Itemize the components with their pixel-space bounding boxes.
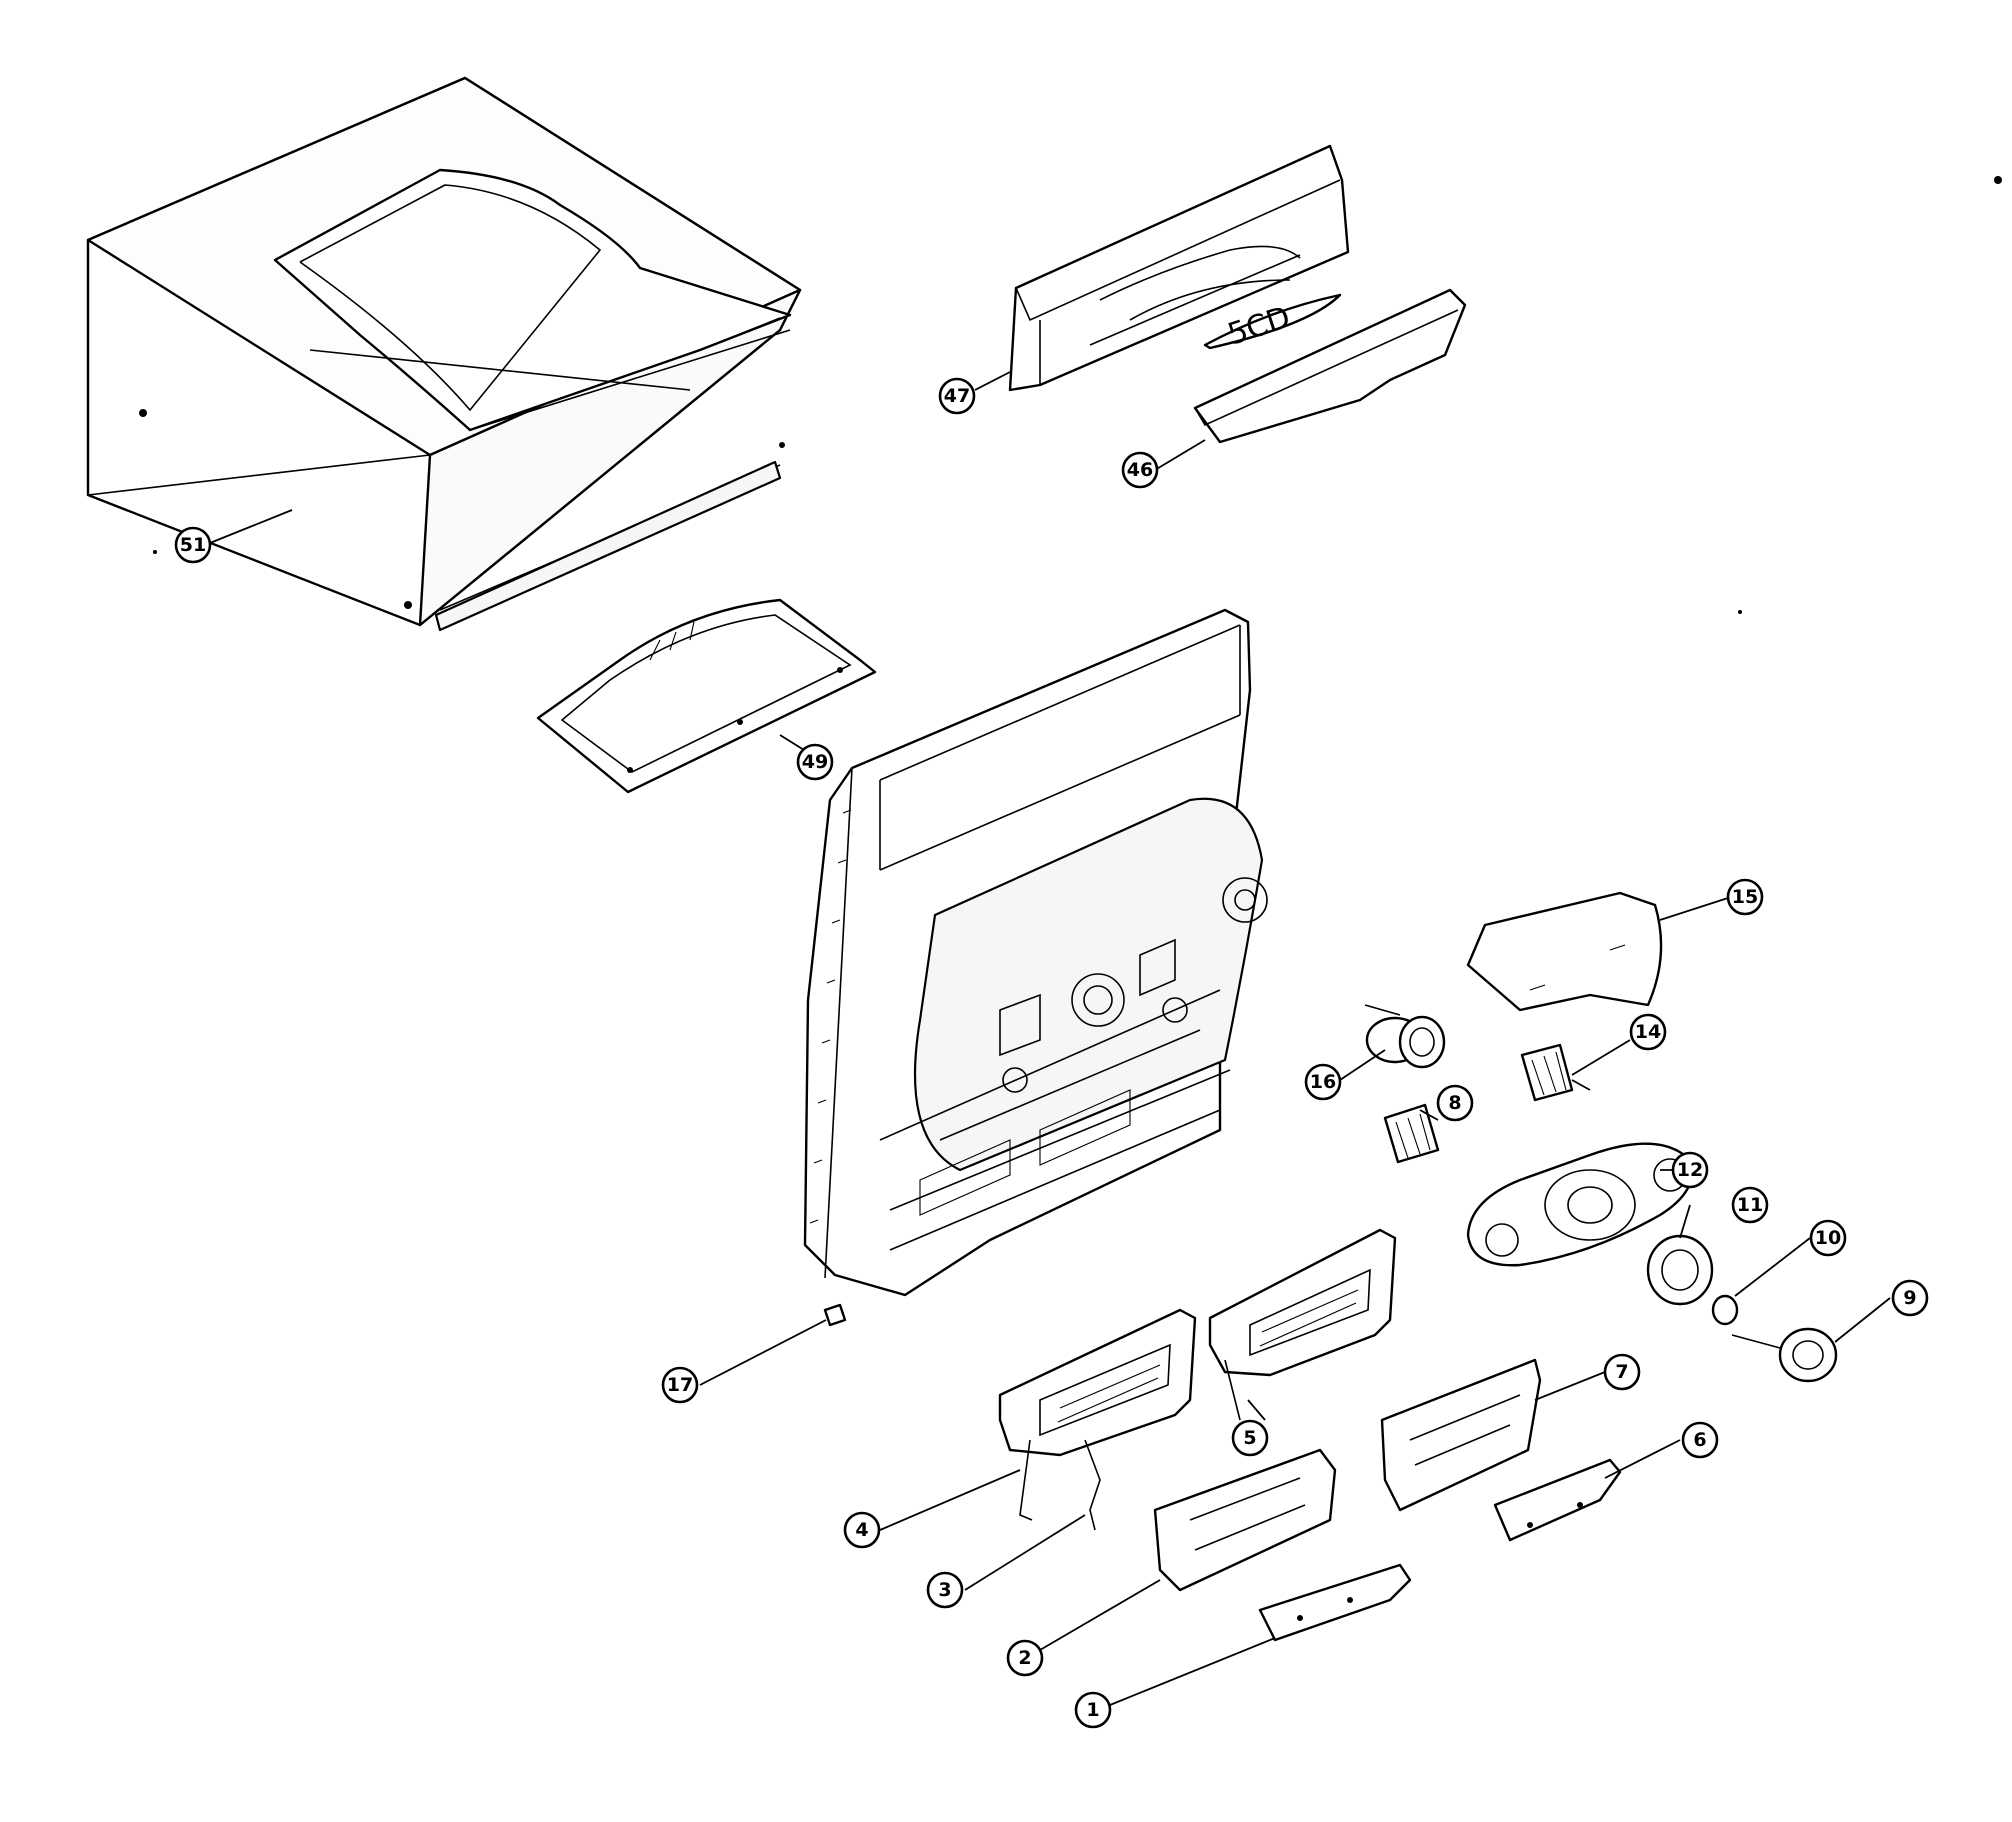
part-15-display-lens	[1466, 891, 1663, 1012]
scan-specks	[153, 176, 2002, 614]
callout-46: 46	[1121, 451, 1159, 489]
callout-16: 16	[1304, 1063, 1342, 1101]
part-2-panel-left	[1153, 1448, 1337, 1592]
part-3-spring	[1084, 1439, 1101, 1531]
part-11-dial-ring	[1646, 1234, 1714, 1306]
svg-text:7: 7	[1615, 1361, 1628, 1383]
svg-text:12: 12	[1677, 1159, 1703, 1181]
svg-text:46: 46	[1127, 459, 1153, 481]
svg-text:49: 49	[802, 751, 828, 773]
part-16-knob	[1364, 1004, 1446, 1069]
svg-text:4: 4	[855, 1519, 868, 1541]
handwritten-note-5cd: 5CD	[1224, 300, 1295, 353]
callout-47: 47	[938, 377, 976, 415]
front-panel-main	[803, 608, 1268, 1297]
part-10-washer	[1711, 1294, 1739, 1326]
part-8-button-block	[1383, 1103, 1440, 1164]
callout-5: 5	[1231, 1419, 1269, 1457]
callout-6: 6	[1681, 1421, 1719, 1459]
part-17-foot	[823, 1303, 847, 1327]
svg-text:51: 51	[180, 534, 206, 556]
callout-8: 8	[1436, 1084, 1474, 1122]
callout-15: 15	[1726, 878, 1764, 916]
part-49-display-window	[536, 598, 877, 794]
part-46-cd-tray-front: 5CD	[1193, 288, 1467, 444]
callout-17: 17	[661, 1366, 699, 1404]
svg-text:9: 9	[1903, 1287, 1916, 1309]
callout-4: 4	[843, 1511, 881, 1549]
callout-11: 11	[1731, 1186, 1769, 1224]
svg-text:5: 5	[1243, 1427, 1256, 1449]
svg-text:15: 15	[1732, 886, 1758, 908]
callout-3: 3	[926, 1571, 964, 1609]
svg-text:10: 10	[1815, 1227, 1841, 1249]
part-51-top-cabinet	[86, 76, 802, 632]
part-9-volume-knob	[1731, 1327, 1838, 1383]
svg-text:47: 47	[944, 385, 970, 407]
callout-7: 7	[1603, 1353, 1641, 1391]
callout-2: 2	[1006, 1639, 1044, 1677]
part-47-cd-loader-front	[1008, 144, 1350, 392]
part-6-strip-right	[1493, 1458, 1622, 1542]
svg-text:14: 14	[1635, 1021, 1661, 1043]
callout-10: 10	[1809, 1219, 1847, 1257]
svg-text:3: 3	[938, 1579, 951, 1601]
callout-12: 12	[1671, 1151, 1709, 1189]
callout-14: 14	[1629, 1013, 1667, 1051]
svg-text:16: 16	[1310, 1071, 1336, 1093]
part-14-button-block	[1520, 1043, 1591, 1102]
svg-text:8: 8	[1448, 1092, 1461, 1114]
leader-lines	[204, 371, 1891, 1706]
callout-49: 49	[796, 743, 834, 781]
svg-text:2: 2	[1018, 1647, 1031, 1669]
callout-51: 51	[174, 526, 212, 564]
svg-text:1: 1	[1086, 1699, 1099, 1721]
part-7-panel-right	[1380, 1358, 1542, 1512]
svg-text:17: 17	[667, 1374, 693, 1396]
svg-text:6: 6	[1693, 1429, 1706, 1451]
callout-9: 9	[1891, 1279, 1929, 1317]
part-1-strip-left	[1258, 1563, 1412, 1642]
callout-1: 1	[1074, 1691, 1112, 1729]
part-4-cassette-door-a	[998, 1308, 1197, 1521]
svg-text:11: 11	[1737, 1194, 1763, 1216]
callouts: 51 47 46 49 15 16 14 8 12 11 10 9 17 7 6…	[174, 377, 1929, 1729]
part-5-cassette-door-b	[1208, 1228, 1397, 1421]
